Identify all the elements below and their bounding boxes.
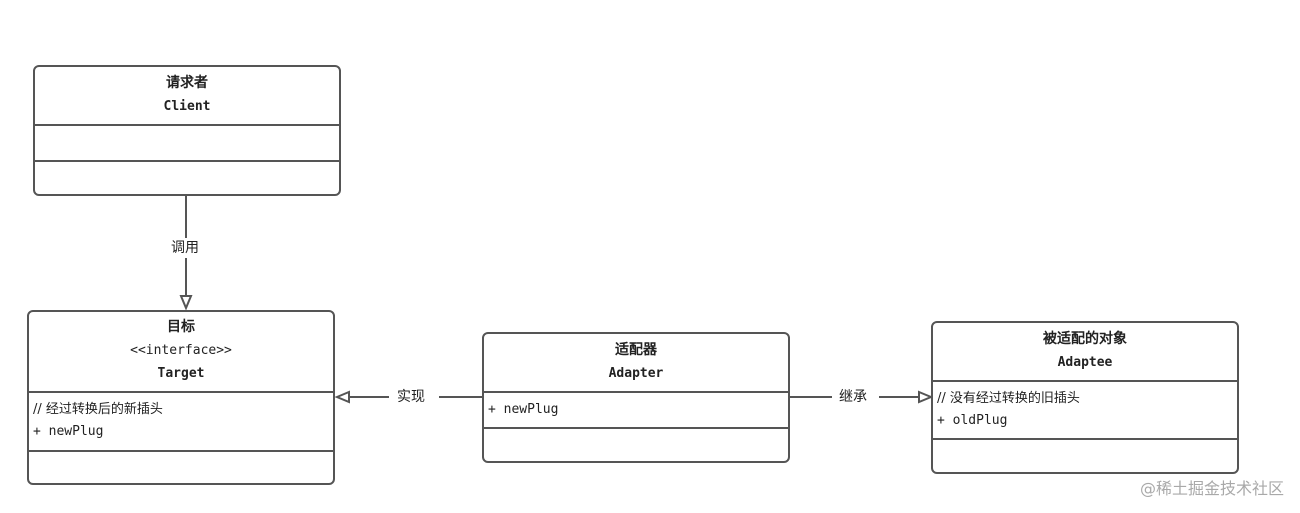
call-arrowhead: [179, 295, 193, 311]
watermark-text: @稀土掘金技术社区: [1139, 479, 1284, 498]
adapter-operations: [484, 429, 788, 461]
adaptee-name-en: Adaptee: [1057, 355, 1113, 370]
adapter-header: 适配器 Adapter: [484, 334, 788, 393]
adaptee-operations: [933, 440, 1237, 472]
inherit-arrowhead: [918, 390, 934, 404]
adapter-name-cn: 适配器: [615, 342, 657, 358]
adapter-attribute-newplug: + newPlug: [488, 402, 559, 417]
client-class[interactable]: 请求者 Client: [33, 65, 341, 196]
target-name-en: Target: [157, 366, 205, 381]
adaptee-attribute-oldplug: + oldPlug: [937, 413, 1008, 428]
target-attribute-newplug: + newPlug: [33, 424, 104, 439]
adaptee-name-cn: 被适配的对象: [1043, 331, 1127, 347]
target-name-cn: 目标: [167, 319, 195, 335]
call-label: 调用: [167, 239, 203, 257]
client-name-en: Client: [163, 99, 211, 114]
adaptee-header: 被适配的对象 Adaptee: [933, 323, 1237, 382]
client-header: 请求者 Client: [35, 67, 339, 126]
client-operations: [35, 162, 339, 194]
adapter-attributes: + newPlug: [484, 393, 788, 429]
target-operations: [29, 452, 333, 483]
target-attribute-comment: // 经过转换后的新插头: [33, 402, 163, 417]
target-class[interactable]: 目标 <<interface>> Target // 经过转换后的新插头 + n…: [27, 310, 335, 485]
client-attributes: [35, 126, 339, 162]
target-attributes: // 经过转换后的新插头 + newPlug: [29, 393, 333, 452]
target-header: 目标 <<interface>> Target: [29, 312, 333, 393]
adaptee-attributes: // 没有经过转换的旧插头 + oldPlug: [933, 382, 1237, 440]
adapter-name-en: Adapter: [608, 366, 664, 381]
inherit-label: 继承: [835, 388, 871, 406]
target-stereotype: <<interface>>: [130, 343, 232, 358]
implement-arrowhead: [334, 390, 350, 404]
client-name-cn: 请求者: [166, 75, 208, 91]
adaptee-class[interactable]: 被适配的对象 Adaptee // 没有经过转换的旧插头 + oldPlug: [931, 321, 1239, 474]
implement-label: 实现: [393, 388, 429, 406]
adapter-class[interactable]: 适配器 Adapter + newPlug: [482, 332, 790, 463]
adaptee-attribute-comment: // 没有经过转换的旧插头: [937, 391, 1080, 406]
